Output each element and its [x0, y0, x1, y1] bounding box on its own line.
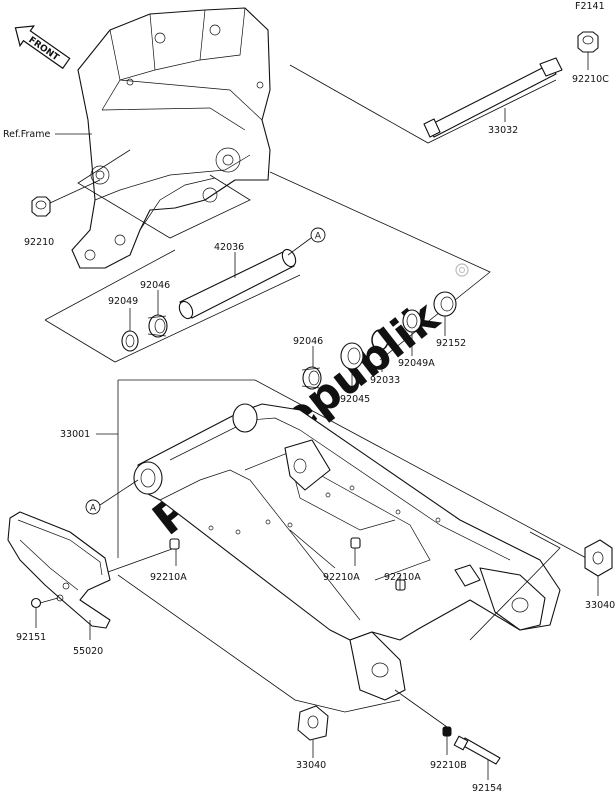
bolt-92210a-3 — [395, 579, 406, 591]
part-92152: 92152 — [436, 338, 466, 349]
screw-92151 — [30, 597, 59, 609]
nut-92210b — [442, 726, 452, 737]
part-92033: 92033 — [370, 375, 400, 386]
part-33001: 33001 — [60, 429, 90, 440]
part-92045: 92045 — [340, 394, 370, 405]
adjuster-block-33040-right — [584, 539, 613, 577]
swingarm-33001 — [133, 403, 561, 701]
part-92210a-2: 92210A — [323, 572, 360, 583]
seal-92049a — [402, 309, 422, 333]
bolt-92154 — [453, 735, 501, 765]
part-92049a: 92049A — [398, 358, 435, 369]
part-92210c: 92210C — [572, 74, 609, 85]
reference-a-top: A — [310, 227, 326, 243]
collar-42036 — [178, 248, 297, 320]
figure-code: F2141 — [575, 1, 605, 12]
part-92046-mid: 92046 — [293, 336, 323, 347]
seal-92049-left — [121, 330, 139, 352]
nut-92210-left — [31, 196, 51, 217]
part-92154: 92154 — [472, 783, 502, 794]
svg-text:A: A — [315, 232, 322, 242]
svg-text:A: A — [90, 504, 97, 514]
nut-92210c — [577, 31, 599, 53]
bearing-92046-mid — [301, 366, 322, 390]
part-92046-left: 92046 — [140, 280, 170, 291]
part-92210a-1: 92210A — [150, 572, 187, 583]
gear-icon — [455, 263, 469, 277]
bolt-92210a-1 — [169, 538, 180, 550]
part-55020: 55020 — [73, 646, 103, 657]
part-42036: 42036 — [214, 242, 244, 253]
part-92210-left: 92210 — [24, 237, 54, 248]
part-33040-right: 33040 — [585, 600, 615, 611]
pivot-shaft-33032 — [423, 57, 563, 138]
chain-guard-55020 — [7, 511, 111, 629]
circlip-92033 — [371, 329, 389, 351]
part-92210a-3: 92210A — [384, 572, 421, 583]
bearing-92046-left — [147, 314, 168, 338]
frame-ref-drawing — [71, 7, 271, 269]
adjuster-block-33040-bottom — [297, 705, 329, 741]
front-arrow-icon: FRONT — [14, 25, 71, 70]
bearing-92152 — [433, 291, 457, 317]
bearing-92045 — [340, 342, 364, 370]
reference-a-left: A — [85, 499, 101, 515]
part-33040-bottom: 33040 — [296, 760, 326, 771]
part-33032: 33032 — [488, 125, 518, 136]
part-92210b: 92210B — [430, 760, 467, 771]
ref-frame-label: Ref.Frame — [3, 129, 50, 140]
bolt-92210a-2 — [350, 537, 361, 549]
part-92049-left: 92049 — [108, 296, 138, 307]
part-92151: 92151 — [16, 632, 46, 643]
